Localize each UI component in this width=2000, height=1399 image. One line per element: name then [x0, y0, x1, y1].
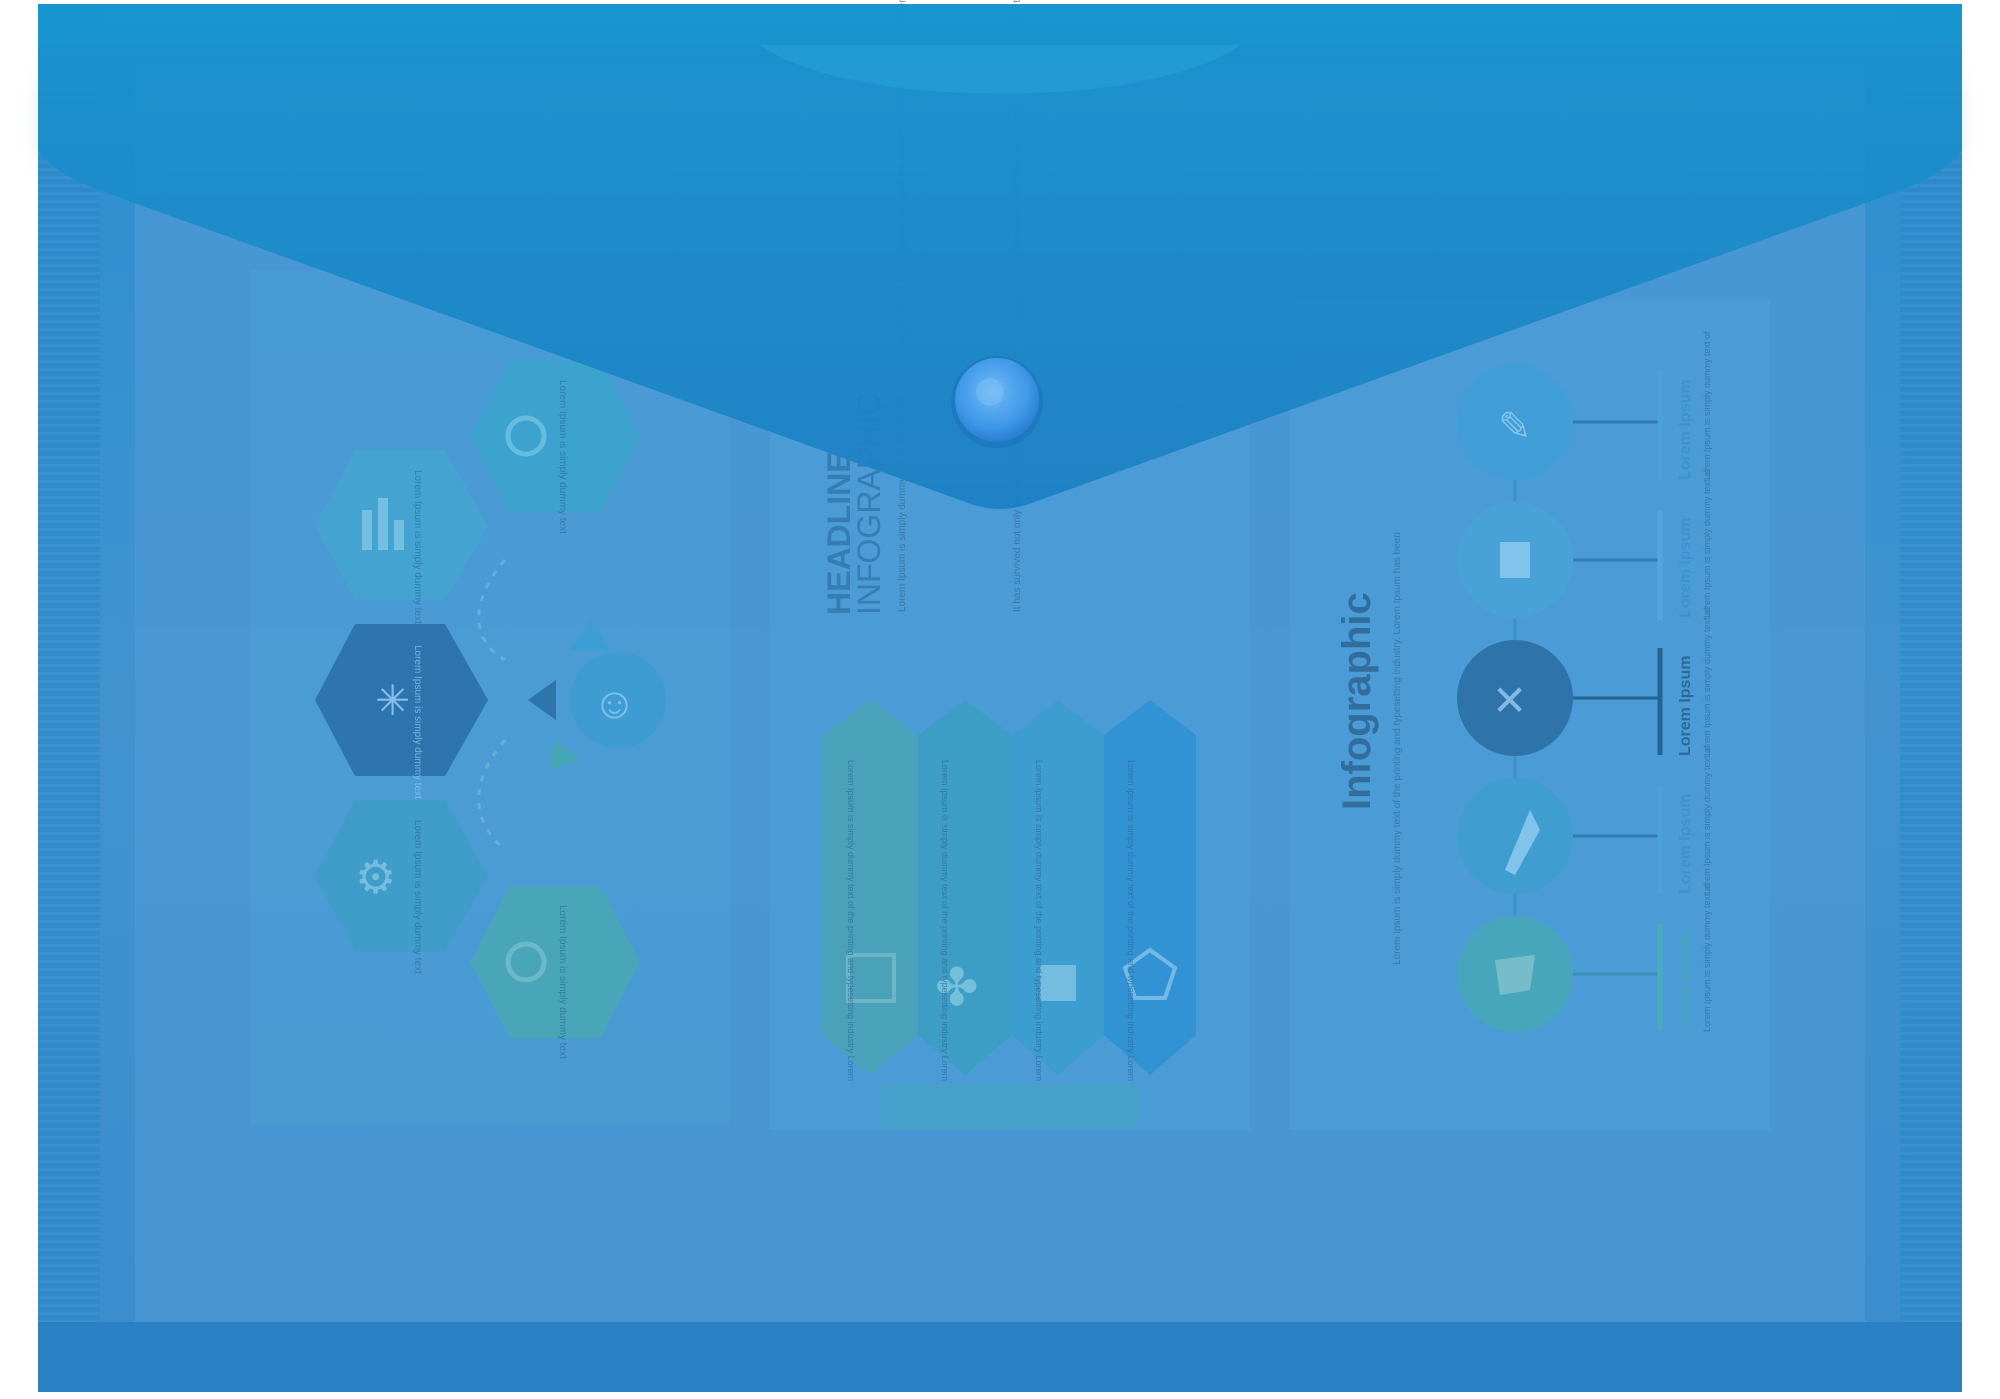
hexagon-3: ✳ — [315, 624, 488, 776]
hex-label-4: Lorem Ipsum is simply dummy text — [412, 820, 423, 974]
timeline-item-1: ✎ — [1457, 364, 1663, 480]
left-infographic-page: ✳ ⚙ ☺ — [250, 270, 730, 1125]
item-text-1: Lorem Ipsum is simply dummy text of — [1702, 331, 1712, 480]
hex-label-1: Lorem Ipsum is simply dummy text — [557, 380, 568, 534]
envelope-flap — [38, 4, 1962, 509]
arrow-label-2: Lorem Ipsum is simply dummy text of the … — [940, 760, 950, 1081]
timeline-item-4 — [1457, 778, 1663, 894]
boxes-icon — [1040, 965, 1076, 1001]
item-heading-4: Lorem Ipsum — [1677, 794, 1694, 894]
map-icon — [1495, 955, 1535, 995]
rocket-icon — [1505, 810, 1540, 875]
timeline-item-3: ✕ — [1457, 640, 1663, 756]
arrow-up-icon — [570, 620, 610, 650]
hex-label-3: Lorem Ipsum is simply dummy text — [412, 645, 423, 799]
left-ribbed-edge — [38, 4, 100, 1392]
arrow-down-icon — [548, 740, 580, 770]
timeline-item-5 — [1457, 916, 1663, 1032]
infographic-title: Infographic — [1335, 592, 1379, 810]
arrow-column-4 — [1104, 700, 1196, 1075]
hexagon-1 — [470, 360, 640, 512]
arrow-column-2: ✤ — [918, 700, 1012, 1075]
team-hub: ☺ — [528, 620, 666, 770]
item-text-2: Lorem Ipsum is simply dummy text of — [1702, 469, 1712, 618]
snap-button[interactable] — [951, 356, 1043, 448]
team-icon: ☺ — [592, 679, 637, 728]
arrow-column-3 — [1012, 700, 1104, 1075]
item-heading-3: Lorem Ipsum — [1677, 656, 1694, 756]
hexagon-2 — [315, 450, 488, 600]
item-heading-1: Lorem Ipsum — [1677, 380, 1694, 480]
signal-icon — [505, 941, 547, 983]
wifi-icon — [505, 415, 547, 457]
item-heading-2: Lorem Ipsum — [1677, 518, 1694, 618]
asterisk-icon: ✳ — [375, 677, 410, 724]
hexagon-4: ⚙ — [315, 800, 488, 952]
bottom-band — [38, 1322, 1962, 1392]
arrow-column-1 — [822, 700, 918, 1075]
item-text-4: Lorem Ipsum is simply dummy text of — [1702, 745, 1712, 894]
grid-icon — [846, 953, 896, 1003]
polygon-icon — [1122, 947, 1178, 1000]
item-heading-5: Lorem Ipsum — [1677, 932, 1694, 1032]
page-texts: Lorem Ipsum is simply dummy text Lorem I… — [412, 0, 1712, 1081]
document-icon — [1500, 542, 1530, 578]
infographic-description: Lorem Ipsum is simply dummy text of the … — [1392, 532, 1403, 965]
bar-chart-icon — [362, 498, 404, 550]
item-text-5: Lorem Ipsum is simply dummy text of — [1702, 883, 1712, 1032]
right-ribbed-edge — [1900, 4, 1962, 1392]
clover-icon: ✤ — [935, 959, 979, 1017]
item-text-3: Lorem Ipsum is simply dummy text of — [1702, 607, 1712, 756]
arrow-left-icon — [528, 680, 556, 720]
arrow-label-1: Lorem Ipsum is simply dummy text of the … — [846, 760, 856, 1081]
right-infographic-page: ✎ ✕ — [1290, 300, 1770, 1130]
headline: HEADLINE — [821, 451, 857, 615]
hex-label-5: Lorem Ipsum is simply dummy text — [557, 905, 568, 1059]
gear-icon: ⚙ — [355, 851, 396, 903]
pencil-icon: ✎ — [1498, 405, 1532, 449]
hex-label-2: Lorem Ipsum is simply dummy text — [412, 470, 423, 624]
arrow-label-3: Lorem Ipsum is simply dummy text of the … — [1034, 760, 1044, 1081]
arrow-label-4: Lorem Ipsum is simply dummy text of the … — [1126, 760, 1136, 1081]
tools-icon: ✕ — [1492, 677, 1527, 724]
hexagon-5 — [470, 886, 640, 1038]
timeline-item-2 — [1457, 502, 1663, 620]
